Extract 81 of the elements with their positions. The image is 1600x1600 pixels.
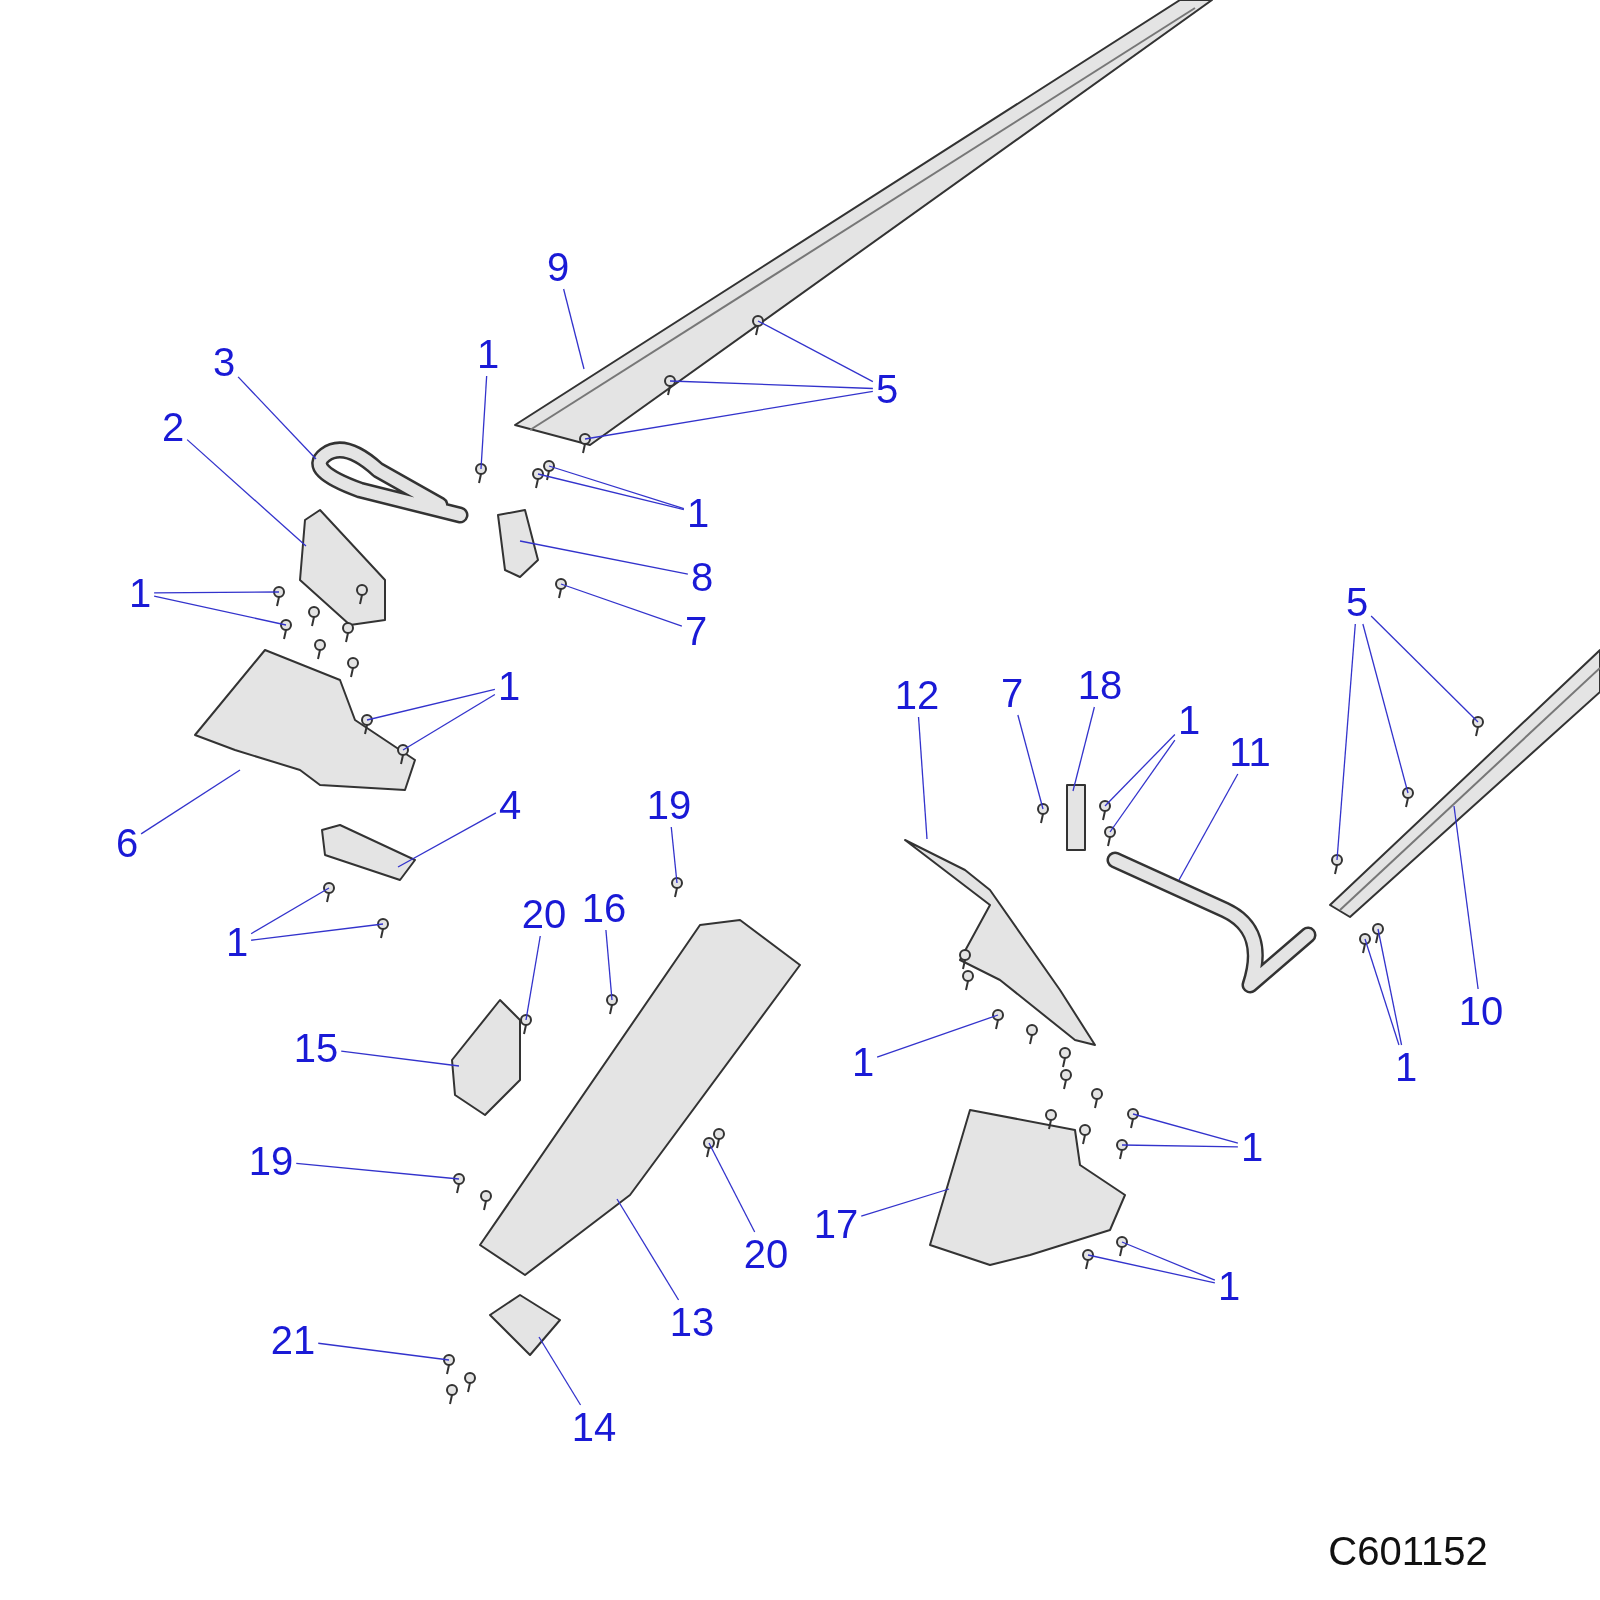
leader-line [1017,714,1044,810]
leader-line [537,473,685,511]
figure-code: C601152 [1328,1531,1488,1571]
callout-number: 18 [1077,665,1123,705]
callout-number: 11 [1229,732,1271,772]
leader-line [1178,773,1239,881]
leader-line [1104,733,1176,807]
callout-number: 4 [498,785,522,825]
leader-line [295,1162,460,1180]
callout-number: 16 [581,888,627,928]
leader-line [1121,1144,1239,1148]
leader-line [876,1014,999,1058]
callout-number: 21 [270,1320,316,1360]
leader-line [1072,706,1096,792]
leader-line [186,439,307,547]
leader-line [1087,1254,1216,1284]
leader-line [237,376,317,460]
callout-number: 1 [1177,700,1201,740]
leader-line [480,375,488,470]
callout-number: 2 [161,407,185,447]
callout-number: 1 [128,573,152,613]
callout-number: 1 [1394,1047,1418,1087]
callout-number: 15 [293,1028,339,1068]
leader-line [525,935,541,1021]
callout-number: 9 [546,247,570,287]
leader-line [757,320,874,383]
leader-line [250,887,330,935]
leader-line [397,812,497,868]
callout-number: 6 [115,823,139,863]
callout-number: 7 [1000,673,1024,713]
callout-number: 20 [743,1234,789,1274]
leader-line [1364,938,1400,1046]
leader-line [584,390,874,440]
leader-line [519,540,689,575]
callout-number: 5 [875,369,899,409]
leader-line [605,929,613,1001]
leader-line [1336,623,1356,861]
leader-line [317,1342,450,1361]
leader-line [140,769,241,835]
leader-line [250,923,384,941]
leader-line [1370,615,1479,723]
callout-number: 10 [1458,991,1504,1031]
leader-line [708,1142,756,1233]
callout-number: 3 [212,342,236,382]
callout-number: 17 [813,1204,859,1244]
callout-number: 20 [521,894,567,934]
callout-number: 1 [476,334,500,374]
callout-number: 1 [225,922,249,962]
callout-number: 19 [248,1141,294,1181]
leader-line [1121,1241,1216,1281]
leader-line [366,688,496,721]
leader-line [562,288,585,370]
leader-line [1377,928,1403,1046]
callout-number: 5 [1345,582,1369,622]
leader-line [548,465,685,510]
leader-line [1453,805,1479,990]
leader-line [917,716,928,840]
leader-line [538,1336,582,1406]
leader-line [402,693,496,751]
callout-number: 1 [497,666,521,706]
callout-number: 14 [571,1407,617,1447]
callout-number: 1 [1217,1266,1241,1306]
callout-number: 8 [690,557,714,597]
callout-number: 1 [686,493,710,533]
leader-line [153,595,287,626]
leader-line [560,583,683,627]
callout-number: 1 [851,1042,875,1082]
leader-line [860,1188,950,1217]
leader-line [1362,623,1409,794]
leader-line [1132,1113,1239,1144]
leader-line [153,591,280,594]
leader-line [340,1050,460,1067]
callout-number: 1 [1240,1127,1264,1167]
callout-number: 19 [646,785,692,825]
leader-line [670,826,678,884]
callout-number: 13 [669,1302,715,1342]
leader-line [1109,739,1176,833]
callout-number: 12 [894,675,940,715]
callout-number: 7 [684,611,708,651]
leader-line [669,380,874,390]
leader-line [616,1198,680,1301]
